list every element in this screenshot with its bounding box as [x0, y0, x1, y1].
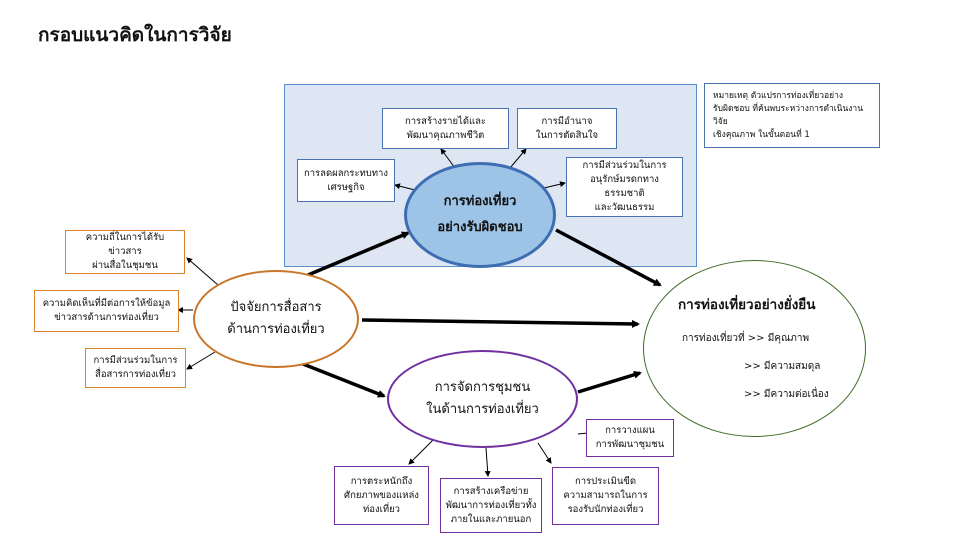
- box-text: การวางแผน: [605, 425, 655, 436]
- arrow-to-news: [186, 257, 219, 286]
- box-text: การมีส่วนร่วมในการ: [582, 160, 667, 171]
- capacity-box: การประเมินขีดความสามารถในการรองรับนักท่อ…: [552, 467, 659, 525]
- box-text: ความถี่ในการได้รับข่าวสาร: [85, 232, 165, 257]
- arrow-to-power: [509, 148, 527, 169]
- responsible-tourism-node: การท่องเที่ยว อย่างรับผิดชอบ: [404, 162, 556, 268]
- box-text: รองรับนักท่องเที่ยว: [567, 504, 644, 515]
- box-text: เศรษฐกิจ: [327, 181, 365, 193]
- arrow-to-economic: [394, 183, 416, 191]
- node-label: การท่องเที่ยวอย่างยั่งยืน: [678, 297, 816, 313]
- arrow-factor-to-sustainable: [361, 318, 640, 328]
- box-text: การมีส่วนร่วมในการ: [93, 355, 178, 366]
- box-text: อนุรักษ์มรดกทางธรรมชาติ: [590, 174, 659, 199]
- node-label: การจัดการชุมชน: [434, 380, 531, 395]
- box-text: ข่าวสารด้านการท่องเที่ยว: [54, 312, 159, 323]
- arrow-to-capacity: [537, 442, 552, 464]
- arrow-to-participation: [186, 351, 216, 370]
- network-box: การสร้างเครือข่ายพัฒนาการท่องเที่ยวทั้งภ…: [440, 478, 542, 533]
- arrow-to-awareness: [408, 439, 434, 465]
- box-text: พัฒนาการท่องเที่ยวทั้ง: [445, 499, 537, 511]
- box-text: พัฒนาคุณภาพชีวิต: [406, 129, 485, 141]
- box-text: การสร้างรายได้และ: [404, 115, 487, 127]
- plan-box: การวางแผนการพัฒนาชุมชน: [586, 419, 674, 457]
- income-box: การสร้างรายได้และพัฒนาคุณภาพชีวิต: [382, 108, 509, 149]
- heritage-box: การมีส่วนร่วมในการอนุรักษ์มรดกทางธรรมชาต…: [566, 157, 683, 217]
- note-box: หมายเหตุ ตัวแปรการท่องเที่ยวอย่าง รับผิด…: [704, 83, 880, 148]
- sustainable-line: >> มีความต่อเนื่อง: [744, 389, 829, 400]
- sustainable-tourism-node: การท่องเที่ยวอย่างยั่งยืน การท่องเที่ยวท…: [643, 260, 866, 437]
- note-line: เชิงคุณภาพ ในขั้นตอนที่ 1: [713, 130, 810, 140]
- power-box: การมีอำนาจในการตัดสินใจ: [517, 108, 617, 149]
- box-text: การตระหนักถึง: [350, 475, 413, 487]
- note-line: รับผิดชอบ ที่ค้นพบระหว่างการดำเนินงานวิจ…: [713, 104, 863, 127]
- note-line: หมายเหตุ ตัวแปรการท่องเที่ยวอย่าง: [713, 91, 844, 101]
- arrow-to-heritage: [543, 181, 566, 189]
- opinion-box: ความคิดเห็นที่มีต่อการให้ข้อมูลข่าวสารด้…: [34, 290, 179, 332]
- box-text: สื่อสารการท่องเที่ยว: [95, 369, 176, 380]
- sustainable-line: การท่องเที่ยวที่ >> มีคุณภาพ: [682, 333, 810, 344]
- arrow-responsible-to-sustainable: [555, 228, 662, 287]
- node-label: ปัจจัยการสื่อสาร: [230, 300, 322, 315]
- box-text: ผ่านสื่อในชุมชน: [92, 260, 158, 271]
- box-text: การประเมินขีด: [574, 476, 637, 487]
- box-text: ในการตัดสินใจ: [535, 129, 599, 141]
- page-title: กรอบแนวคิดในการวิจัย: [38, 24, 232, 46]
- box-text: การลดผลกระทบทาง: [303, 167, 389, 179]
- node-label: ในด้านการท่องเที่ยว: [426, 402, 539, 417]
- sustainable-line: >> มีความสมดุล: [744, 361, 821, 372]
- arrow-to-network: [484, 447, 491, 477]
- box-text: การมีอำนาจ: [541, 115, 593, 127]
- box-text: ความสามารถในการ: [563, 490, 648, 501]
- arrow-factor-to-responsible: [307, 231, 410, 277]
- box-text: การพัฒนาชุมชน: [595, 439, 665, 450]
- news-frequency-box: ความถี่ในการได้รับข่าวสารผ่านสื่อในชุมชน: [65, 230, 185, 274]
- box-text: ศักยภาพของแหล่ง: [344, 489, 419, 501]
- economic-box: การลดผลกระทบทางเศรษฐกิจ: [297, 159, 395, 202]
- box-text: และวัฒนธรรม: [594, 202, 655, 213]
- node-label: การท่องเที่ยว: [443, 194, 517, 209]
- box-text: ความคิดเห็นที่มีต่อการให้ข้อมูล: [42, 298, 171, 309]
- node-label: อย่างรับผิดชอบ: [437, 220, 523, 235]
- box-text: ท่องเที่ยว: [362, 503, 401, 515]
- communication-factor-node: ปัจจัยการสื่อสาร ด้านการท่องเที่ยว: [193, 270, 359, 368]
- awareness-box: การตระหนักถึงศักยภาพของแหล่งท่องเที่ยว: [334, 466, 429, 525]
- node-label: ด้านการท่องเที่ยว: [227, 322, 325, 337]
- box-text: ภายในและภายนอก: [450, 513, 532, 525]
- participation-box: การมีส่วนร่วมในการสื่อสารการท่องเที่ยว: [85, 348, 186, 388]
- arrow-factor-to-community: [297, 360, 386, 398]
- community-management-node: การจัดการชุมชน ในด้านการท่องเที่ยว: [387, 350, 578, 448]
- box-text: การสร้างเครือข่าย: [453, 485, 529, 497]
- arrow-community-to-sustainable: [577, 370, 642, 394]
